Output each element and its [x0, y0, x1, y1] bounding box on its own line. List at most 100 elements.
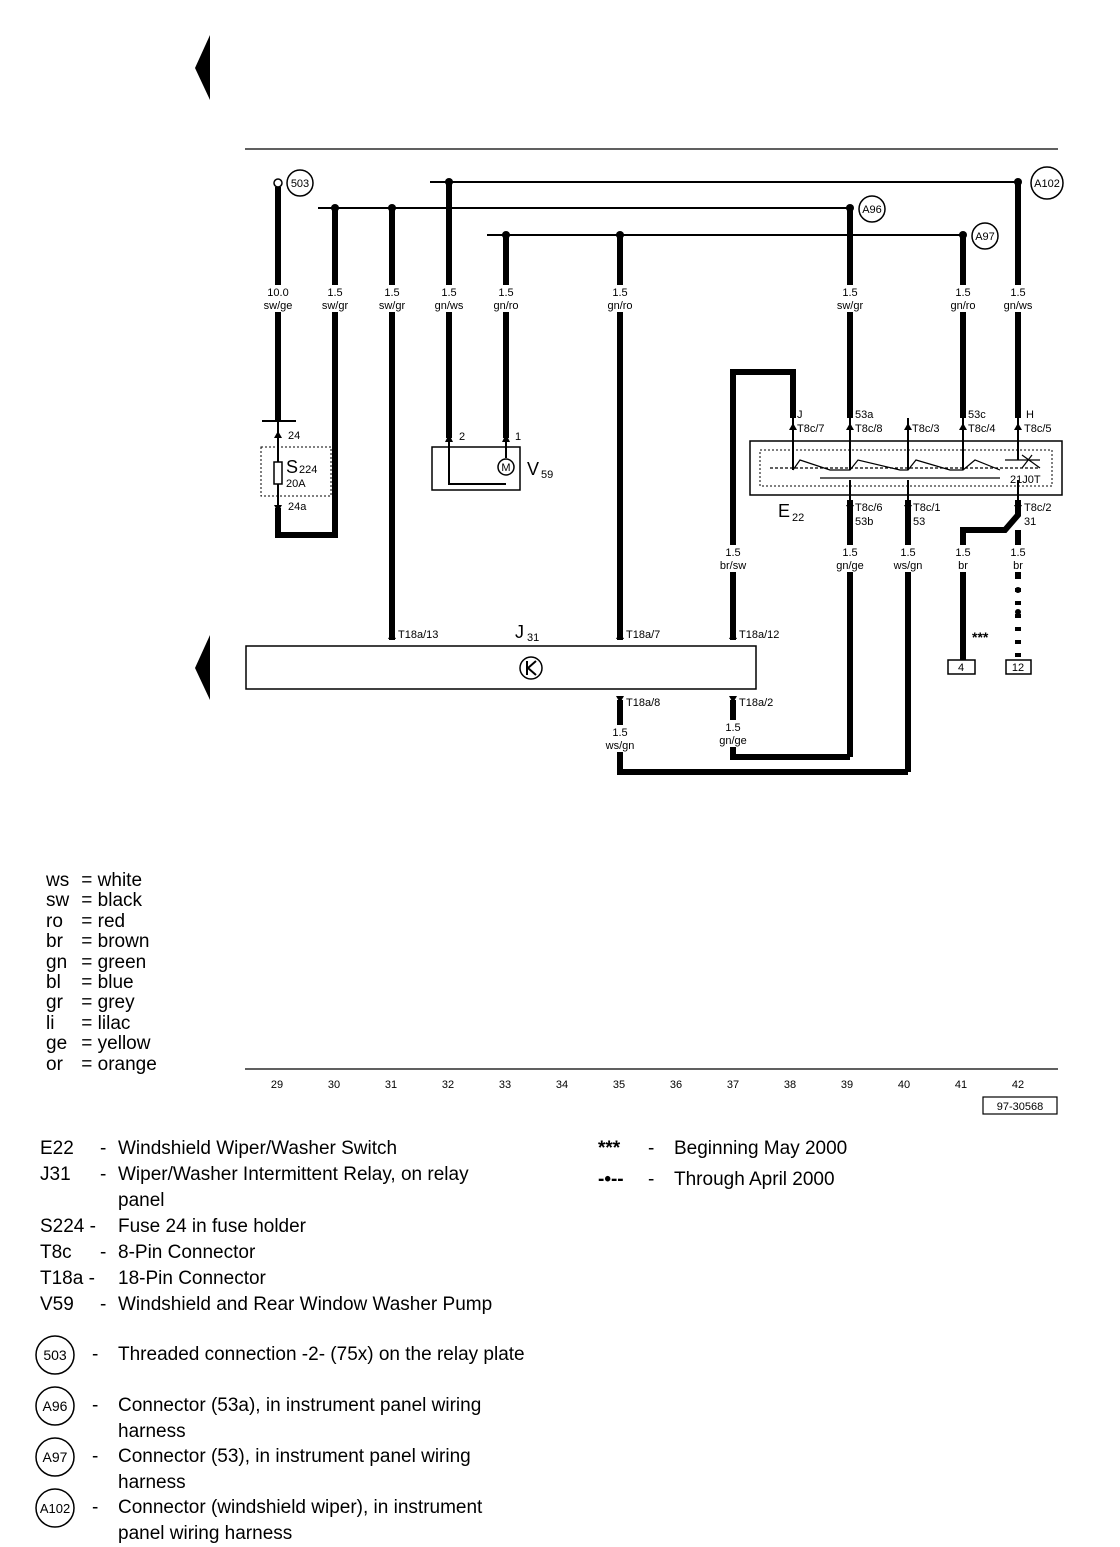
svg-text:T18a/13: T18a/13	[398, 629, 438, 641]
svg-text:12: 12	[1012, 662, 1024, 674]
svg-text:31: 31	[527, 632, 539, 644]
svg-text:T8c/5: T8c/5	[1024, 423, 1052, 435]
ground-boxes: 4 12 ***	[947, 629, 1032, 675]
svg-text:503: 503	[43, 1347, 67, 1363]
svg-text:53c: 53c	[968, 409, 986, 421]
svg-text:T8c/2: T8c/2	[1024, 502, 1052, 514]
wire-color-label: br/sw	[720, 560, 746, 572]
wire-size-label: 1.5	[955, 547, 970, 559]
connector-a97: A97	[971, 222, 999, 250]
reference-number: 36	[670, 1079, 682, 1091]
fuse-s224: 24 S 224 20A 24a	[260, 420, 332, 513]
wire-size-label: 1.5	[725, 722, 740, 734]
reference-number: 37	[727, 1079, 739, 1091]
svg-text:H: H	[1026, 409, 1034, 421]
wire-color-label: gn/ro	[950, 300, 975, 312]
svg-text:T18a/2: T18a/2	[739, 697, 773, 709]
previous-page-arrow-lower[interactable]	[195, 635, 210, 700]
reference-number: 29	[271, 1079, 283, 1091]
svg-text:A102: A102	[40, 1501, 70, 1516]
svg-text:J: J	[797, 409, 803, 421]
switch-e22: J T8c/7 53a T8c/8 T8c/3 53c T8c/4 H T8c/…	[749, 409, 1063, 528]
svg-text:20A: 20A	[286, 478, 306, 490]
previous-page-arrow[interactable]	[195, 35, 210, 100]
legend-row: ws = white	[46, 870, 143, 891]
reference-number: 42	[1012, 1079, 1024, 1091]
legend-connector-symbols: 503 A96 A97 A102	[35, 1335, 75, 1528]
wire-color-label: gn/ws	[435, 300, 464, 312]
legend-row: ge = yellow	[46, 1033, 151, 1055]
connector-503: 503	[286, 169, 314, 197]
legend-row: bl = blue	[46, 972, 134, 994]
svg-text:T8c/7: T8c/7	[797, 423, 825, 435]
svg-text:V: V	[527, 459, 539, 479]
wire-color-label: sw/gr	[837, 300, 864, 312]
wire-color-label: br	[1013, 560, 1023, 572]
legend-row: or = orange	[46, 1053, 157, 1075]
svg-text:T18a/8: T18a/8	[626, 697, 660, 709]
connector-a96: A96	[858, 195, 886, 223]
legend-row: br = brown	[46, 931, 150, 953]
wire-size-label: 1.5	[725, 547, 740, 559]
svg-text:24a: 24a	[288, 501, 307, 513]
figure-id-box: 97-30568	[982, 1096, 1058, 1115]
wire-color-legend: ws = white sw = black ro = red br = brow…	[46, 870, 157, 1075]
svg-text:E: E	[778, 501, 790, 521]
svg-text:A96: A96	[862, 204, 882, 216]
reference-number: 41	[955, 1079, 967, 1091]
svg-text:224: 224	[299, 464, 317, 476]
svg-text:31: 31	[1024, 516, 1036, 528]
wire-size-label: 1.5	[955, 287, 970, 299]
svg-text:22: 22	[792, 512, 804, 524]
terminal-503-point	[273, 178, 283, 188]
wire-color-label: gn/ro	[493, 300, 518, 312]
svg-text:A96: A96	[43, 1398, 68, 1414]
wire-color-label: br	[958, 560, 968, 572]
svg-text:T18a/12: T18a/12	[739, 629, 779, 641]
wire-size-label: 1.5	[498, 287, 513, 299]
reference-number: 33	[499, 1079, 511, 1091]
legend-row: gr = grey	[46, 992, 135, 1014]
legend-row: sw = black	[46, 890, 143, 912]
legend-row: ro = red	[46, 910, 126, 932]
reference-number: 40	[898, 1079, 910, 1091]
reference-number: 30	[328, 1079, 340, 1091]
wire-size-label: 1.5	[842, 287, 857, 299]
reference-number: 31	[385, 1079, 397, 1091]
svg-text:2: 2	[459, 431, 465, 443]
svg-text:A97: A97	[975, 231, 995, 243]
connector-a102: A102	[1030, 166, 1064, 200]
reference-number: 38	[784, 1079, 796, 1091]
svg-text:A97: A97	[43, 1449, 68, 1465]
svg-text:T8c/1: T8c/1	[913, 502, 941, 514]
wire-size-label: 1.5	[842, 547, 857, 559]
wire-size-label: 10.0	[267, 287, 288, 299]
wire-labels: 10.0sw/ge1.5sw/gr1.5sw/gr1.5gn/ws1.5gn/r…	[256, 285, 1040, 752]
wire-color-label: sw/ge	[264, 300, 293, 312]
svg-text:S: S	[286, 457, 298, 477]
wire-size-label: 1.5	[384, 287, 399, 299]
legend-row: gn = green	[46, 951, 147, 973]
wire-size-label: 1.5	[1010, 287, 1025, 299]
svg-text:59: 59	[541, 469, 553, 481]
wire-size-label: 1.5	[327, 287, 342, 299]
wire-size-label: 1.5	[1010, 547, 1025, 559]
wire-size-label: 1.5	[612, 727, 627, 739]
wire-color-label: ws/gn	[893, 560, 923, 572]
svg-text:1: 1	[515, 431, 521, 443]
wire-color-label: gn/ws	[1004, 300, 1033, 312]
svg-text:4: 4	[958, 662, 964, 674]
svg-text:53: 53	[913, 516, 925, 528]
svg-text:53a: 53a	[855, 409, 874, 421]
svg-text:T8c/8: T8c/8	[855, 423, 883, 435]
svg-text:T8c/3: T8c/3	[912, 423, 940, 435]
wire-size-label: 1.5	[900, 547, 915, 559]
svg-text:T18a/7: T18a/7	[626, 629, 660, 641]
svg-text:***: ***	[972, 629, 989, 645]
svg-text:24: 24	[288, 430, 300, 442]
wire-color-label: gn/ge	[836, 560, 864, 572]
wire-size-label: 1.5	[612, 287, 627, 299]
reference-number: 39	[841, 1079, 853, 1091]
